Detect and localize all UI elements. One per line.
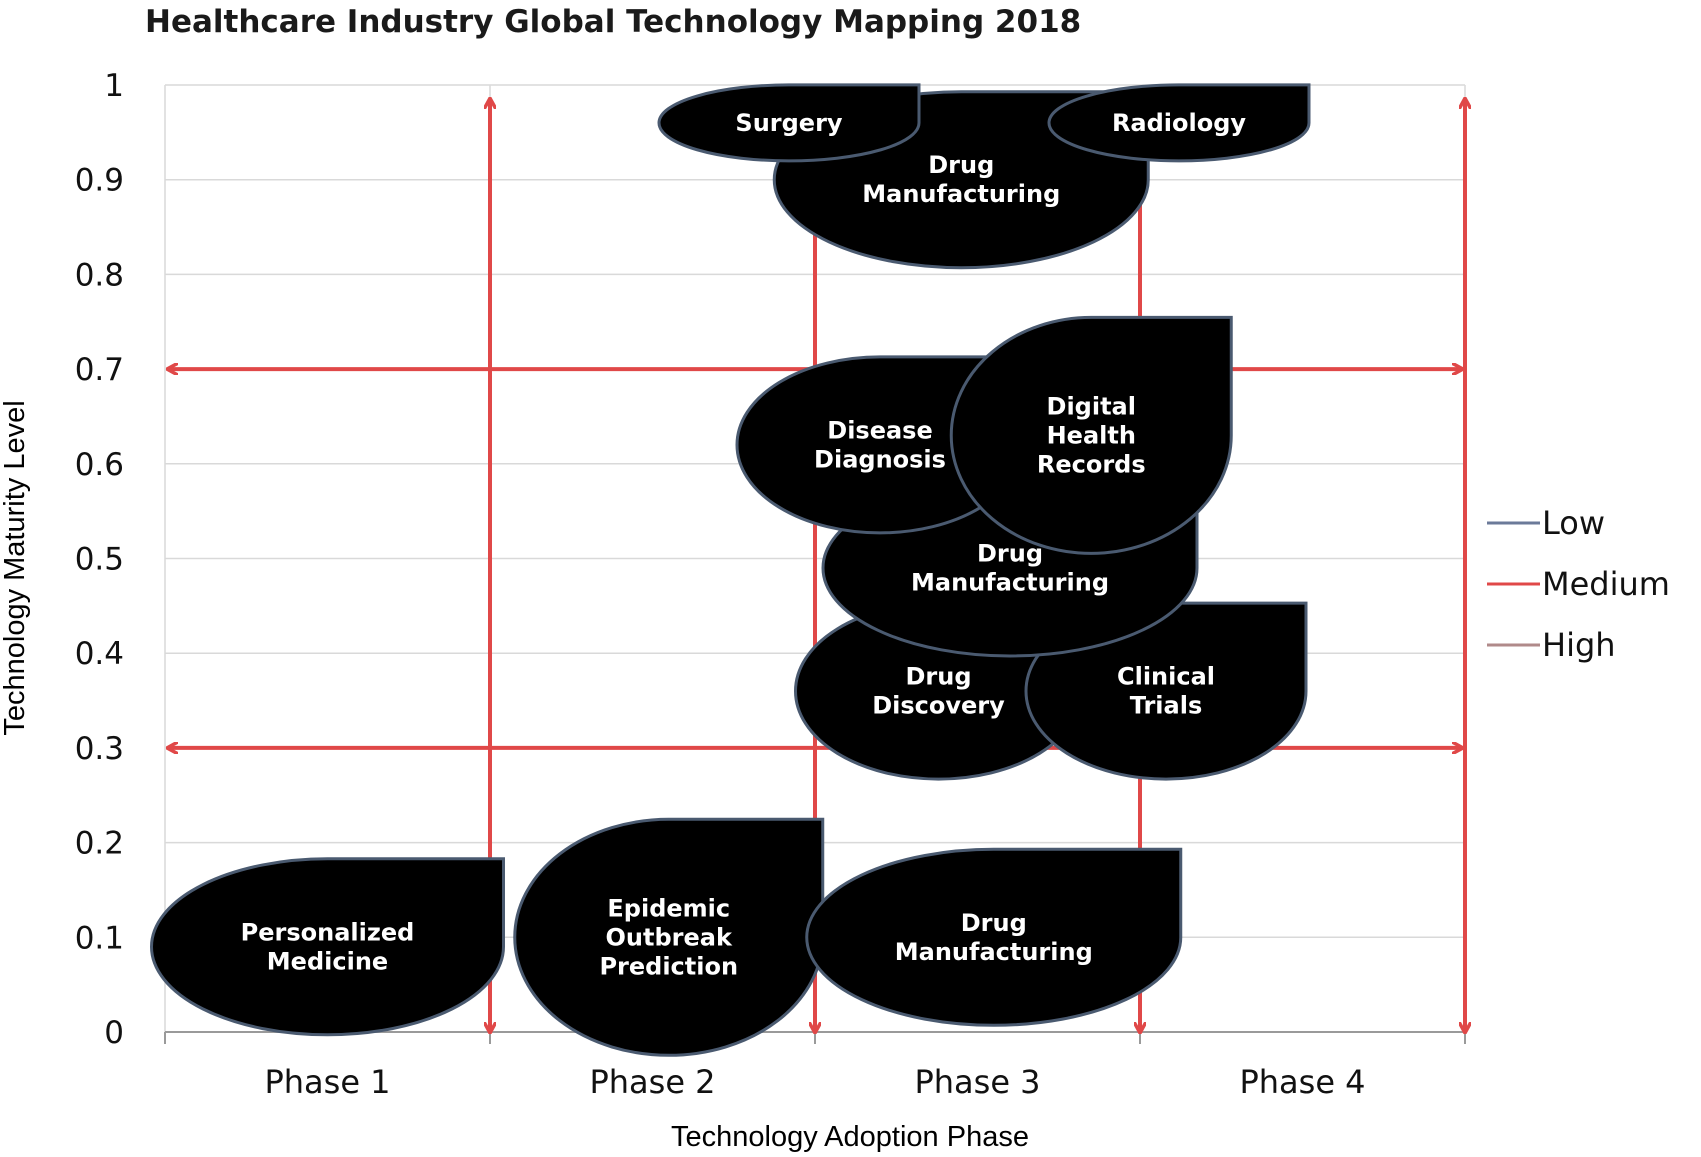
bubble-shape: [149, 857, 505, 1037]
bubble: Radiology: [1047, 83, 1311, 163]
bubble-label: Discovery: [872, 692, 1005, 720]
x-tick-label: Phase 3: [914, 1063, 1040, 1101]
bubble-shape: [805, 847, 1183, 1027]
bubble-label: Personalized: [241, 918, 415, 946]
y-tick-label: 0.2: [75, 826, 124, 862]
y-tick-label: 0.9: [75, 163, 124, 199]
bubble-label: Digital: [1047, 392, 1136, 420]
bubble-label: Epidemic: [607, 894, 730, 922]
bubbles: PersonalizedMedicineEpidemicOutbreakPred…: [149, 83, 1311, 1057]
x-tick-label: Phase 4: [1239, 1063, 1365, 1101]
bubble-label: Radiology: [1112, 109, 1246, 137]
bubble-label: Clinical: [1117, 663, 1215, 691]
y-tick-label: 0.3: [75, 731, 124, 767]
legend-label: Low: [1542, 504, 1605, 542]
y-tick-label: 0.1: [75, 920, 124, 956]
y-tick-label: 0.6: [75, 447, 124, 483]
y-tick-label: 0: [104, 1015, 124, 1051]
y-tick-label: 0.4: [75, 636, 124, 672]
bubble-label: Records: [1037, 450, 1146, 478]
x-axis-label: Technology Adoption Phase: [671, 1121, 1029, 1153]
bubble-shape: [1047, 83, 1311, 163]
bubble-label: Outbreak: [606, 923, 733, 951]
bubble-label: Disease: [827, 416, 932, 444]
x-tick-label: Phase 2: [589, 1063, 715, 1101]
y-tick-label: 1: [104, 68, 124, 104]
y-axis-label: Technology Maturity Level: [0, 400, 31, 735]
chart-title: Healthcare Industry Global Technology Ma…: [145, 4, 1081, 40]
x-tick-labels: Phase 1 Phase 2 Phase 3 Phase 4: [264, 1063, 1365, 1101]
bubble-label: Diagnosis: [814, 445, 946, 473]
bubble-label: Manufacturing: [895, 938, 1093, 966]
legend-label: High: [1542, 626, 1616, 664]
bubble-label: Manufacturing: [911, 568, 1109, 596]
bubble-label: Manufacturing: [862, 180, 1060, 208]
bubble-shape: [657, 83, 921, 163]
legend-label: Medium: [1542, 565, 1670, 603]
y-tick-label: 0.8: [75, 257, 124, 293]
bubble-label: Surgery: [735, 109, 843, 137]
bubble-label: Health: [1047, 421, 1136, 449]
bubble-shape: [513, 817, 825, 1057]
y-tick-label: 0.7: [75, 352, 124, 388]
bubble-shape: [949, 315, 1233, 555]
bubble-label: Trials: [1130, 692, 1203, 720]
bubble: Surgery: [657, 83, 921, 163]
x-tick-label: Phase 1: [264, 1063, 390, 1101]
bubble-label: Drug: [961, 909, 1027, 937]
y-tick-labels: 0 0.1 0.2 0.3 0.4 0.5 0.6 0.7 0.8 0.9 1: [75, 68, 124, 1051]
bubble-label: Medicine: [267, 947, 388, 975]
y-tick-label: 0.5: [75, 542, 124, 578]
bubble-label: Drug: [928, 151, 994, 179]
bubble-label: Drug: [977, 539, 1043, 567]
bubble-label: Drug: [905, 663, 971, 691]
bubble-label: Prediction: [599, 952, 738, 980]
